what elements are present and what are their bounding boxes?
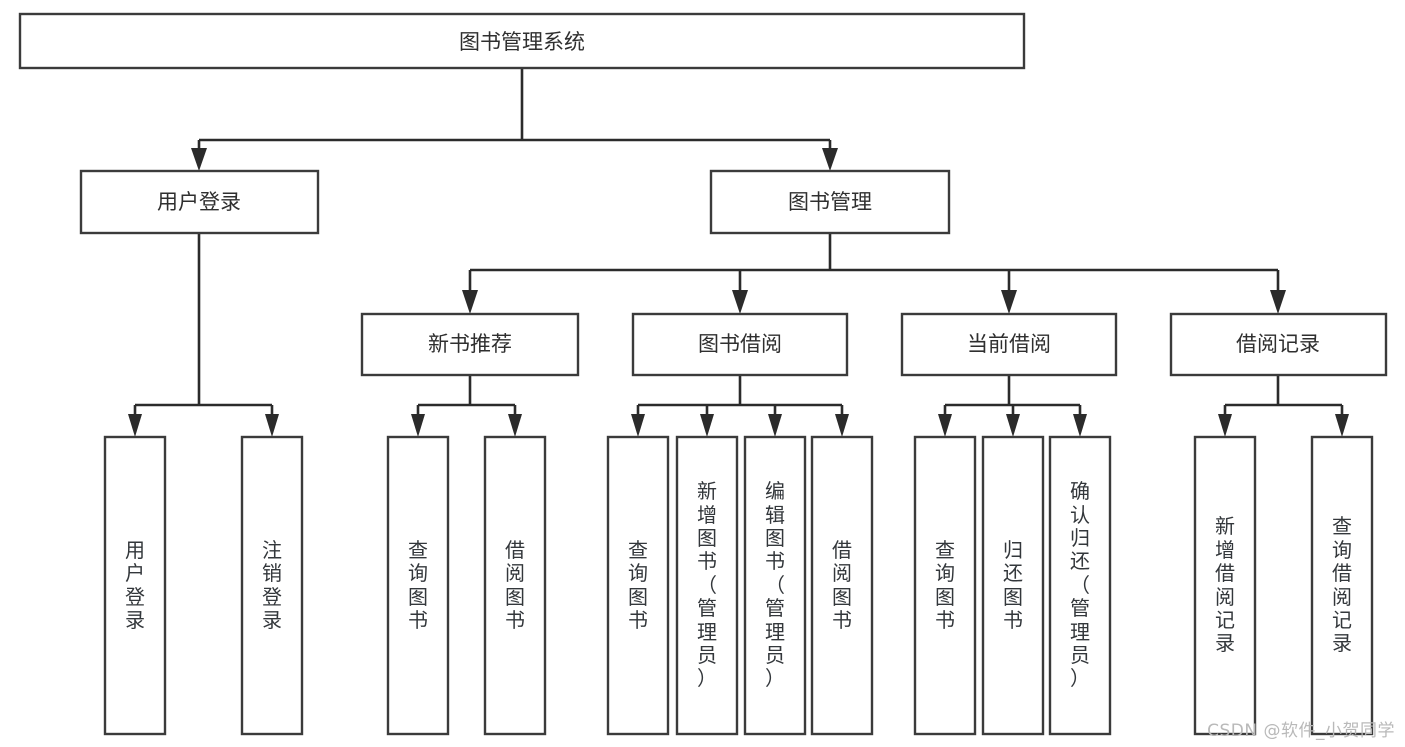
leaf-bb-edit-book-box[interactable] <box>743 435 807 736</box>
arrow-head-icon <box>732 290 748 314</box>
connector-borrowrecord-to-leaves <box>1218 375 1349 437</box>
node-book-borrow-label: 图书借阅 <box>698 332 782 356</box>
connector-bookmanage-to-level3 <box>462 233 1286 314</box>
node-current-borrow-box[interactable] <box>900 312 1118 377</box>
leaf-br-add-record-box[interactable] <box>1193 435 1257 736</box>
node-root-label: 图书管理系统 <box>459 30 585 54</box>
arrow-head-icon <box>1218 414 1232 437</box>
arrow-head-icon <box>1270 290 1286 314</box>
arrow-head-icon <box>835 414 849 437</box>
node-user-login[interactable]: 用户登录 <box>79 169 320 235</box>
leaf-rec-borrow-book-box[interactable] <box>483 435 547 736</box>
leaf-bb-add-book-box[interactable] <box>675 435 739 736</box>
arrow-head-icon <box>768 414 782 437</box>
arrow-head-icon <box>631 414 645 437</box>
connector-currentborrow-to-leaves <box>938 375 1087 437</box>
node-new-book-rec-box[interactable] <box>360 312 580 377</box>
node-borrow-record-label: 借阅记录 <box>1236 332 1320 356</box>
arrow-head-icon <box>1073 414 1087 437</box>
arrow-head-icon <box>1335 414 1349 437</box>
leaf-br-query-record-box[interactable] <box>1310 435 1374 736</box>
arrow-head-icon <box>700 414 714 437</box>
arrow-head-icon <box>822 148 838 171</box>
node-root[interactable]: 图书管理系统 <box>18 12 1026 70</box>
node-new-book-rec-label: 新书推荐 <box>428 332 512 356</box>
arrow-head-icon <box>128 414 142 437</box>
arrow-head-icon <box>1001 290 1017 314</box>
node-user-login-label: 用户登录 <box>157 190 241 214</box>
leaf-user-logout-box[interactable] <box>240 435 304 736</box>
connector-userlogin-to-leaves <box>128 233 279 437</box>
arrow-head-icon <box>508 414 522 437</box>
node-book-manage-label: 图书管理 <box>788 190 872 214</box>
leaf-cb-confirm-return-box[interactable] <box>1048 435 1112 736</box>
leaf-bb-query-book-box[interactable] <box>606 435 670 736</box>
arrow-head-icon <box>462 290 478 314</box>
node-borrow-record[interactable]: 借阅记录 <box>1169 312 1388 377</box>
node-current-borrow[interactable]: 当前借阅 <box>900 312 1118 377</box>
node-current-borrow-label: 当前借阅 <box>967 332 1051 356</box>
node-book-borrow[interactable]: 图书借阅 <box>631 312 849 377</box>
leaf-cb-query-book-box[interactable] <box>913 435 977 736</box>
leaf-bb-borrow-book-box[interactable] <box>810 435 874 736</box>
node-new-book-rec[interactable]: 新书推荐 <box>360 312 580 377</box>
node-book-manage-box[interactable] <box>709 169 951 235</box>
node-user-login-box[interactable] <box>79 169 320 235</box>
arrow-head-icon <box>938 414 952 437</box>
leaf-user-login-box[interactable] <box>103 435 167 736</box>
arrow-head-icon <box>1006 414 1020 437</box>
leaf-node-boxes <box>103 435 1374 736</box>
leaf-rec-query-book-box[interactable] <box>386 435 450 736</box>
arrow-head-icon <box>411 414 425 437</box>
connector-root-to-level2 <box>191 68 838 171</box>
node-root-box[interactable] <box>18 12 1026 70</box>
connector-bookborrow-to-leaves <box>631 375 849 437</box>
arrow-head-icon <box>191 148 207 171</box>
node-borrow-record-box[interactable] <box>1169 312 1388 377</box>
node-book-manage[interactable]: 图书管理 <box>709 169 951 235</box>
leaf-cb-return-book-box[interactable] <box>981 435 1045 736</box>
connector-newbookrec-to-leaves <box>411 375 522 437</box>
arrow-head-icon <box>265 414 279 437</box>
node-book-borrow-box[interactable] <box>631 312 849 377</box>
